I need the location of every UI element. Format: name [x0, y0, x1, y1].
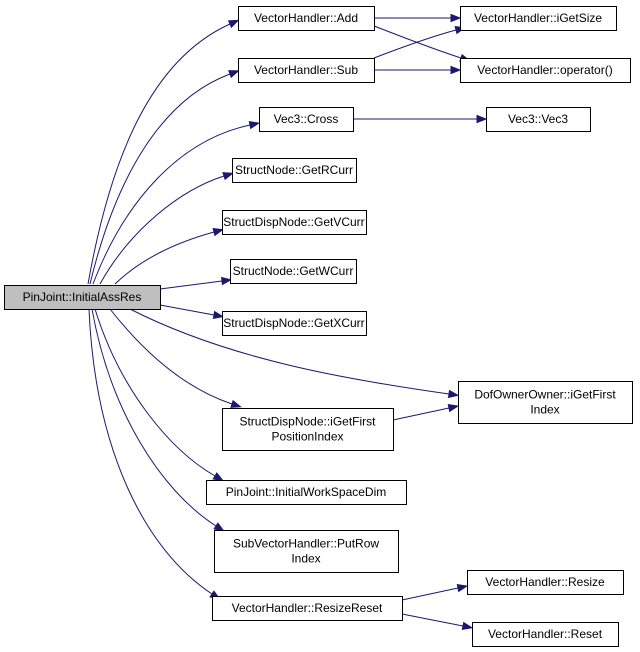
edge-root-to-svh_putrowindex — [91, 308, 217, 527]
node-label-sn_getwcurr-line-0: StructNode::GetWCurr — [233, 264, 354, 278]
edge-vh_resizereset-to-vh_resize — [401, 587, 459, 601]
node-box-vec3_cross[interactable] — [259, 107, 354, 132]
edge-root-to-sn_getwcurr — [159, 280, 223, 290]
node-label-pj_initialworkspacedim-line-0: PinJoint::InitialWorkSpaceDim — [226, 485, 387, 499]
node-box-sn_getrcurr[interactable] — [232, 158, 357, 183]
node-label-vh_resizereset-line-0: VectorHandler::ResizeReset — [232, 601, 383, 615]
node-vh_resize[interactable]: VectorHandler::Resize — [467, 570, 624, 595]
node-box-pj_initialworkspacedim[interactable] — [206, 480, 407, 505]
node-box-sdn_getxcurr[interactable] — [222, 311, 367, 336]
edge-root-to-sdn_getxcurr — [159, 304, 215, 316]
node-vh_resizereset[interactable]: VectorHandler::ResizeReset — [212, 596, 403, 621]
node-label-vh_operator-line-0: VectorHandler::operator() — [477, 63, 612, 77]
node-box-svh_putrowindex[interactable] — [214, 530, 399, 573]
arrowhead-vh_resizereset-to-vh_resize — [456, 583, 469, 593]
arrowhead-root-to-sdn_igetfirstpositionindex — [230, 399, 242, 408]
node-label-vec3_vec3-line-0: Vec3::Vec3 — [508, 112, 568, 126]
node-box-vh_operator[interactable] — [460, 58, 631, 83]
node-pj_initialworkspacedim[interactable]: PinJoint::InitialWorkSpaceDim — [206, 480, 407, 505]
node-label-vh_resize-line-0: VectorHandler::Resize — [485, 575, 605, 589]
arrowhead-root-to-doo_igetfirstindex — [447, 389, 460, 399]
node-sdn_getxcurr[interactable]: StructDispNode::GetXCurr — [222, 311, 367, 336]
node-label-sdn_igetfirstpositionindex-line-0: StructDispNode::iGetFirst — [239, 415, 376, 429]
node-sdn_getvcurr[interactable]: StructDispNode::GetVCurr — [222, 210, 367, 235]
node-label-vh_igetsize-line-0: VectorHandler::iGetSize — [474, 11, 602, 25]
edge-root-to-vh_add — [87, 23, 231, 285]
edge-root-to-sdn_getvcurr — [114, 231, 215, 285]
node-vh_add[interactable]: VectorHandler::Add — [238, 6, 375, 31]
node-box-root[interactable] — [4, 285, 161, 310]
node-root[interactable]: PinJoint::InitialAssRes — [4, 285, 161, 310]
node-sn_getwcurr[interactable]: StructNode::GetWCurr — [230, 259, 357, 284]
node-box-vh_add[interactable] — [238, 6, 375, 31]
node-label-doo_igetfirstindex-line-0: DofOwnerOwner::iGetFirst — [474, 388, 616, 402]
node-box-vh_sub[interactable] — [238, 58, 375, 83]
edge-vh_add-to-vh_operator — [373, 25, 462, 59]
node-box-doo_igetfirstindex[interactable] — [458, 381, 633, 424]
node-vec3_vec3[interactable]: Vec3::Vec3 — [486, 107, 591, 132]
node-box-sdn_igetfirstpositionindex[interactable] — [222, 408, 394, 451]
edge-vh_resizereset-to-vh_reset — [401, 613, 464, 627]
nodes-layer: PinJoint::InitialAssRes VectorHandler::Ad… — [4, 6, 633, 647]
node-label-doo_igetfirstindex-line-1: Index — [530, 403, 559, 417]
arrowhead-root-to-sn_getwcurr — [221, 276, 233, 286]
edge-root-to-vh_sub — [89, 73, 231, 285]
edge-root-to-vh_resizereset — [88, 308, 213, 595]
node-label-sdn_getxcurr-line-0: StructDispNode::GetXCurr — [223, 316, 364, 330]
arrowhead-sdn_igetfirstpositionindex-to-doo_igetfirstindex — [447, 403, 460, 413]
arrowhead-root-to-vh_add — [227, 19, 240, 29]
node-label-vh_sub-line-0: VectorHandler::Sub — [254, 63, 358, 77]
arrowhead-vec3_cross-to-vec3_vec3 — [476, 114, 488, 124]
node-label-sdn_igetfirstpositionindex-line-1: PositionIndex — [271, 430, 343, 444]
node-label-root-line-0: PinJoint::InitialAssRes — [23, 290, 142, 304]
arrowhead-root-to-sdn_getvcurr — [212, 228, 225, 237]
edge-root-to-doo_igetfirstindex — [129, 308, 450, 395]
node-box-vh_resizereset[interactable] — [212, 596, 403, 621]
arrowhead-vh_add-to-vh_igetsize — [450, 13, 462, 23]
node-box-vec3_vec3[interactable] — [486, 107, 591, 132]
node-label-sn_getrcurr-line-0: StructNode::GetRCurr — [235, 163, 353, 177]
edge-root-to-sdn_igetfirstpositionindex — [109, 308, 233, 405]
arrowhead-root-to-pj_initialworkspacedim — [212, 472, 224, 482]
arrowhead-root-to-vec3_cross — [248, 120, 261, 130]
node-vh_igetsize[interactable]: VectorHandler::iGetSize — [460, 6, 617, 31]
node-box-sdn_getvcurr[interactable] — [222, 210, 367, 235]
node-label-vec3_cross-line-0: Vec3::Cross — [274, 112, 339, 126]
node-vh_reset[interactable]: VectorHandler::Reset — [472, 622, 619, 647]
arrowhead-vh_sub-to-vh_operator — [450, 65, 462, 75]
node-vec3_cross[interactable]: Vec3::Cross — [259, 107, 354, 132]
edge-root-to-vec3_cross — [92, 124, 251, 285]
node-vh_sub[interactable]: VectorHandler::Sub — [238, 58, 375, 83]
arrowhead-root-to-sn_getrcurr — [222, 172, 234, 181]
edge-vh_sub-to-vh_igetsize — [373, 29, 457, 59]
node-label-svh_putrowindex-line-1: Index — [291, 552, 320, 566]
arrowhead-root-to-svh_putrowindex — [213, 522, 225, 532]
node-box-vh_igetsize[interactable] — [460, 6, 617, 31]
arrowhead-root-to-vh_sub — [228, 70, 240, 79]
node-box-sn_getwcurr[interactable] — [230, 259, 357, 284]
node-label-vh_reset-line-0: VectorHandler::Reset — [488, 627, 603, 641]
node-sn_getrcurr[interactable]: StructNode::GetRCurr — [232, 158, 357, 183]
arrowhead-vh_resizereset-to-vh_reset — [461, 621, 474, 631]
edge-root-to-sn_getrcurr — [99, 175, 225, 285]
edge-sdn_igetfirstpositionindex-to-doo_igetfirstindex — [392, 407, 450, 421]
arrowhead-root-to-sdn_getxcurr — [212, 310, 225, 320]
node-label-sdn_getvcurr-line-0: StructDispNode::GetVCurr — [223, 215, 364, 229]
node-box-vh_reset[interactable] — [472, 622, 619, 647]
node-label-svh_putrowindex-line-0: SubVectorHandler::PutRow — [233, 537, 379, 551]
node-vh_operator[interactable]: VectorHandler::operator() — [460, 58, 631, 83]
node-label-vh_add-line-0: VectorHandler::Add — [254, 11, 358, 25]
node-box-vh_resize[interactable] — [467, 570, 624, 595]
edge-root-to-pj_initialworkspacedim — [94, 308, 216, 477]
